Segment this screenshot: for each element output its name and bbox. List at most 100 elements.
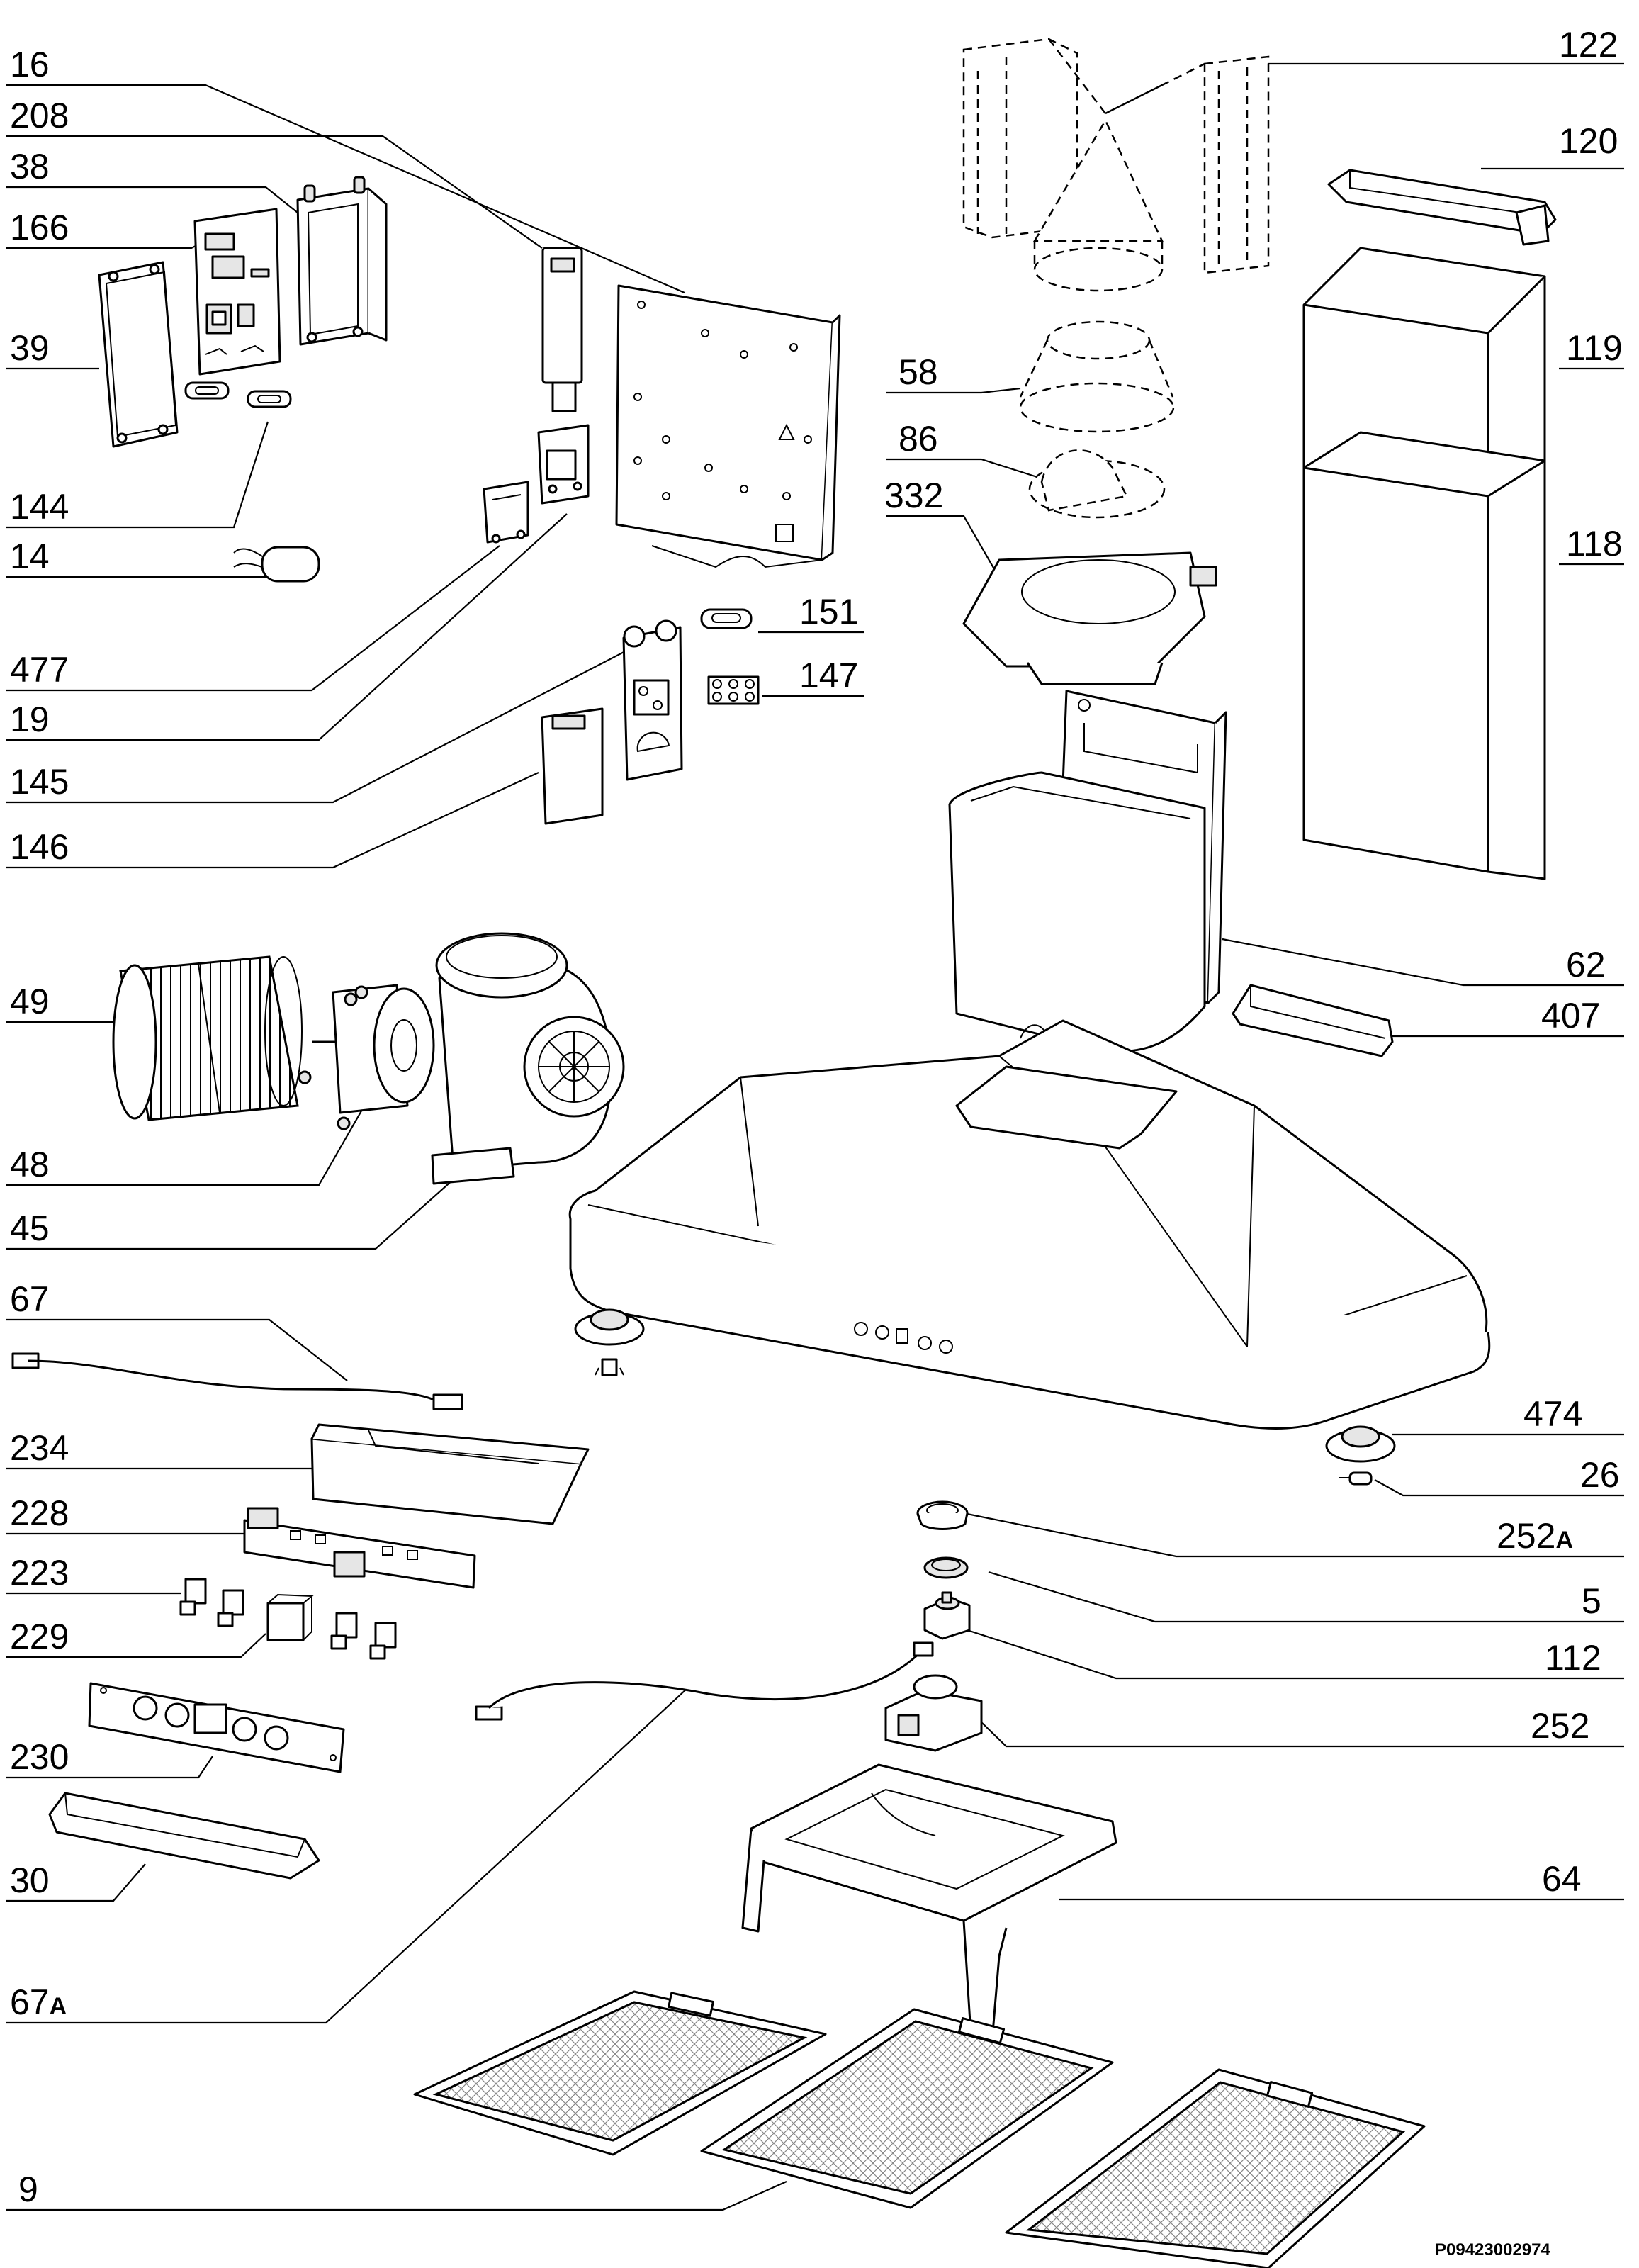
svg-text:119: 119	[1566, 328, 1623, 368]
label-48: 48	[6, 1098, 369, 1186]
label-120: 120	[1481, 121, 1624, 170]
part-45-blower-housing	[431, 932, 625, 1185]
label-39: 39	[6, 328, 99, 370]
svg-text:39: 39	[10, 328, 50, 368]
label-208: 208	[6, 96, 543, 249]
label-67a: 67A	[6, 1688, 688, 2024]
svg-text:118: 118	[1566, 524, 1623, 563]
label-38: 38	[6, 147, 298, 213]
svg-text:122: 122	[1559, 25, 1618, 64]
part-477-bracket	[483, 481, 529, 544]
label-234: 234	[6, 1428, 312, 1470]
svg-text:151: 151	[799, 592, 858, 631]
part-5-lens	[923, 1556, 969, 1579]
part-112-switch	[923, 1591, 971, 1640]
svg-text:112: 112	[1545, 1638, 1601, 1678]
label-477: 477	[6, 545, 500, 692]
label-223: 223	[6, 1553, 181, 1595]
part-16-mounting-plate	[615, 284, 841, 568]
part-86-backdraft-valve	[1028, 449, 1166, 519]
part-474-lamp-holders	[574, 1308, 1396, 1463]
svg-text:64: 64	[1542, 1859, 1582, 1899]
part-234-channel	[310, 1423, 590, 1525]
svg-text:9: 9	[18, 2169, 38, 2209]
label-332: 332	[884, 476, 1000, 578]
svg-text:67: 67	[10, 1279, 50, 1319]
part-19-holder	[537, 424, 590, 505]
part-14-capacitor	[233, 546, 320, 583]
part-118-lower-chimney	[1302, 431, 1546, 880]
svg-text:252A: 252A	[1497, 1516, 1573, 1556]
part-208-transformer	[541, 247, 583, 412]
svg-text:5: 5	[1582, 1581, 1601, 1621]
part-145-switch-plate	[622, 619, 683, 781]
part-62-chimney-support	[948, 690, 1227, 1052]
svg-text:228: 228	[10, 1493, 69, 1533]
svg-text:166: 166	[10, 208, 69, 247]
label-26: 26	[1374, 1455, 1624, 1497]
label-118: 118	[1559, 524, 1624, 566]
part-38-board-housing	[296, 176, 388, 346]
part-67-cable	[11, 1352, 463, 1410]
label-64: 64	[1059, 1859, 1624, 1901]
svg-text:38: 38	[10, 147, 50, 186]
svg-text:86: 86	[899, 419, 938, 459]
svg-text:147: 147	[799, 656, 858, 695]
label-166: 166	[6, 208, 206, 249]
part-26-bulb	[1339, 1471, 1373, 1486]
svg-text:26: 26	[1580, 1455, 1620, 1495]
svg-text:16: 16	[10, 45, 50, 84]
label-30: 30	[6, 1860, 146, 1902]
part-229-centre-button	[266, 1593, 314, 1641]
svg-text:62: 62	[1566, 945, 1606, 984]
svg-text:229: 229	[10, 1617, 69, 1656]
svg-text:19: 19	[10, 700, 50, 739]
label-112: 112	[967, 1629, 1624, 1680]
part-67a-cable	[475, 1641, 934, 1721]
svg-text:474: 474	[1523, 1394, 1582, 1434]
svg-text:120: 120	[1559, 121, 1618, 161]
part-49-impeller	[112, 955, 303, 1121]
label-144: 144	[6, 421, 269, 529]
svg-text:407: 407	[1541, 996, 1600, 1035]
svg-text:30: 30	[10, 1860, 50, 1900]
svg-text:67A: 67A	[10, 1982, 67, 2022]
part-252a-ring	[916, 1500, 969, 1530]
label-45: 45	[6, 1172, 461, 1250]
label-230: 230	[6, 1737, 213, 1779]
label-252a: 252A	[963, 1512, 1624, 1558]
label-151: 151	[758, 592, 864, 634]
part-9-grease-filter-left	[413, 1990, 827, 2156]
label-474: 474	[1392, 1394, 1624, 1436]
part-hood-canopy	[568, 1019, 1491, 1430]
part-151-clip	[700, 608, 753, 629]
part-332-outlet-flange	[962, 551, 1217, 685]
part-166-control-board	[193, 208, 281, 376]
part-9-grease-filter-right	[1005, 2068, 1426, 2268]
svg-text:146: 146	[10, 827, 69, 867]
part-64-filter-frame	[741, 1763, 1117, 2043]
svg-text:144: 144	[10, 487, 69, 527]
label-407: 407	[1390, 996, 1624, 1038]
part-144-clips	[184, 381, 292, 408]
svg-text:234: 234	[10, 1428, 69, 1468]
label-122: 122	[1219, 25, 1624, 65]
part-407-bracket	[1232, 984, 1394, 1057]
label-229: 229	[6, 1617, 266, 1658]
label-19: 19	[6, 513, 568, 741]
part-146-cover	[541, 707, 604, 825]
svg-text:252: 252	[1531, 1706, 1589, 1746]
label-58: 58	[886, 352, 1021, 394]
drawing-code: P09423002974	[1435, 2240, 1550, 2259]
label-5: 5	[988, 1571, 1624, 1623]
part-9-grease-filter-centre	[700, 2008, 1114, 2209]
svg-text:48: 48	[10, 1145, 50, 1184]
part-122-duct-adapter	[962, 38, 1270, 292]
svg-text:49: 49	[10, 982, 50, 1021]
part-223-push-buttons	[179, 1578, 397, 1660]
part-230-control-panel	[88, 1682, 345, 1773]
part-30-trim-strip	[48, 1792, 320, 1880]
label-67: 67	[6, 1279, 348, 1381]
label-228: 228	[6, 1493, 244, 1535]
